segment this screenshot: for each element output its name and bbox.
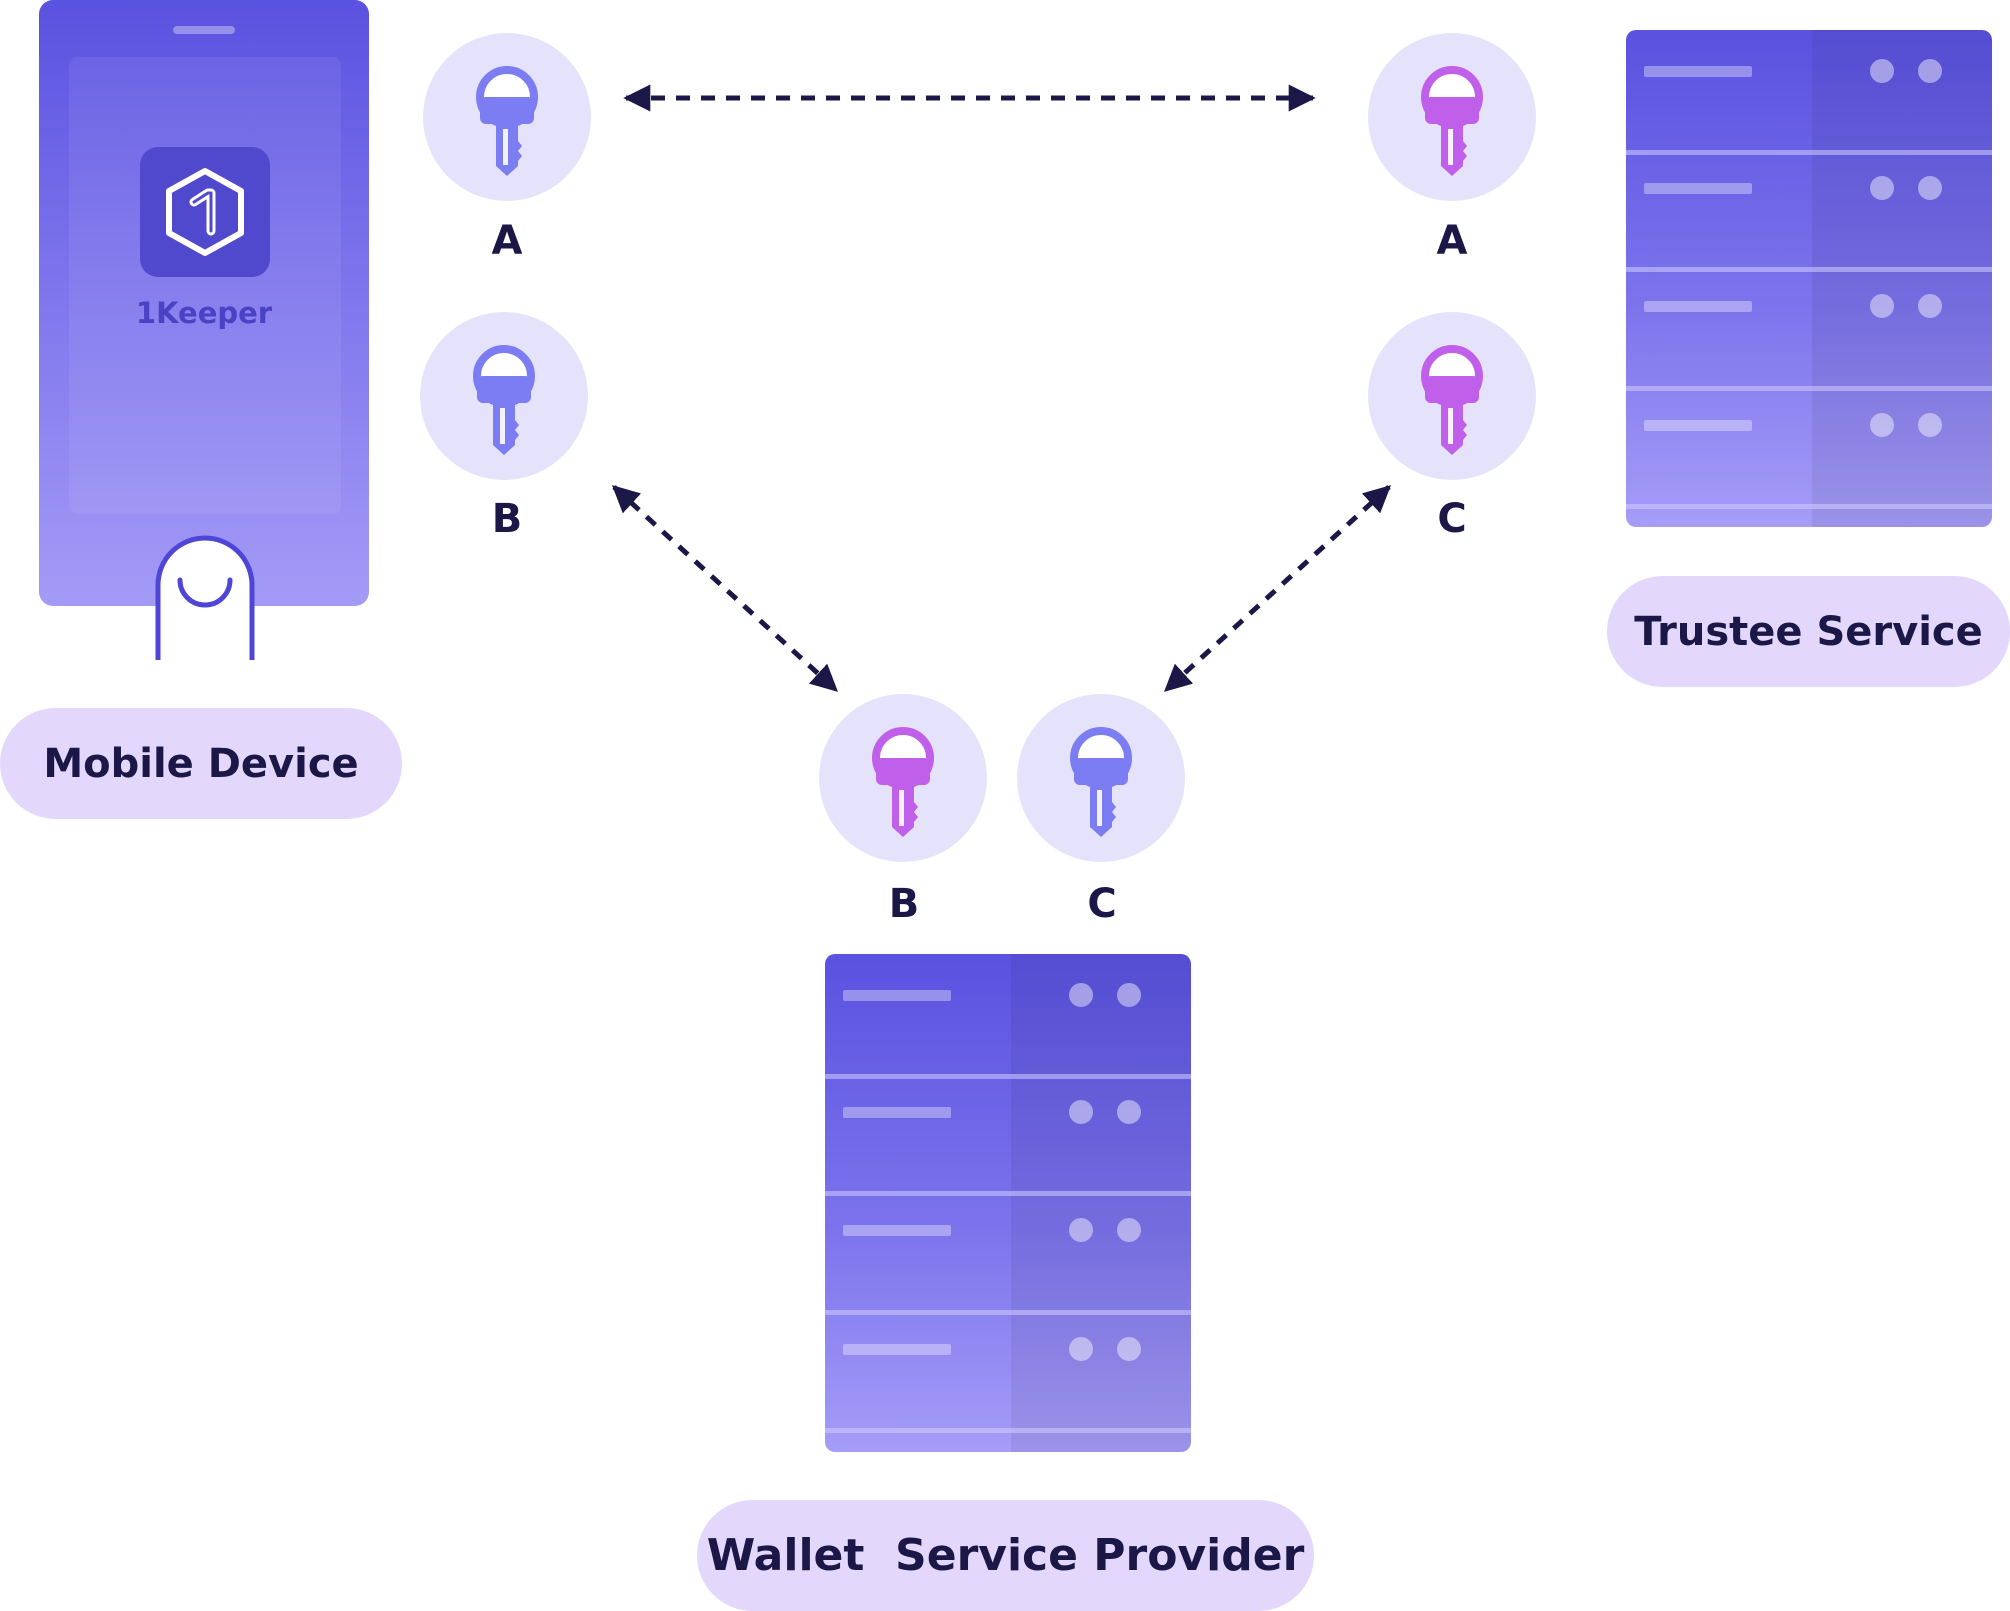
key-trustee-a-label: A: [1436, 218, 1468, 264]
key-mobile-a-label: A: [491, 218, 523, 264]
hexagon-one-icon: [166, 168, 244, 256]
wallet-service-provider-label: Wallet Service Provider: [697, 1500, 1314, 1611]
phone-speaker: [173, 26, 235, 34]
provider-server-icon: [825, 954, 1191, 1452]
key-icon: [1421, 66, 1483, 176]
key-mobile-b: [420, 312, 588, 480]
key-trustee-c-label: C: [1437, 496, 1467, 542]
key-mobile-a: [423, 33, 591, 201]
key-provider-b: [819, 694, 987, 862]
mobile-device-label: Mobile Device: [0, 708, 402, 819]
key-provider-c-label: C: [1087, 881, 1117, 927]
key-mobile-b-label: B: [491, 496, 523, 542]
app-name: 1Keeper: [135, 296, 273, 330]
key-provider-c: [1017, 694, 1185, 862]
app-tile[interactable]: [140, 147, 270, 277]
key-icon: [1421, 345, 1483, 455]
key-icon: [473, 345, 535, 455]
key-icon: [1070, 727, 1132, 837]
trustee-server-icon: [1626, 30, 1992, 527]
key-provider-b-label: B: [888, 881, 920, 927]
phone-screen: [69, 57, 341, 514]
key-trustee-a: [1368, 33, 1536, 201]
arrow-mobile-b-provider-b: [612, 485, 838, 692]
key-icon: [476, 66, 538, 176]
trustee-service-label: Trustee Service: [1607, 576, 2010, 687]
arrow-trustee-c-provider-c: [1164, 485, 1391, 692]
mobile-device: 1Keeper: [39, 0, 369, 606]
finger-icon: [155, 535, 255, 660]
key-trustee-c: [1368, 312, 1536, 480]
key-icon: [872, 727, 934, 837]
